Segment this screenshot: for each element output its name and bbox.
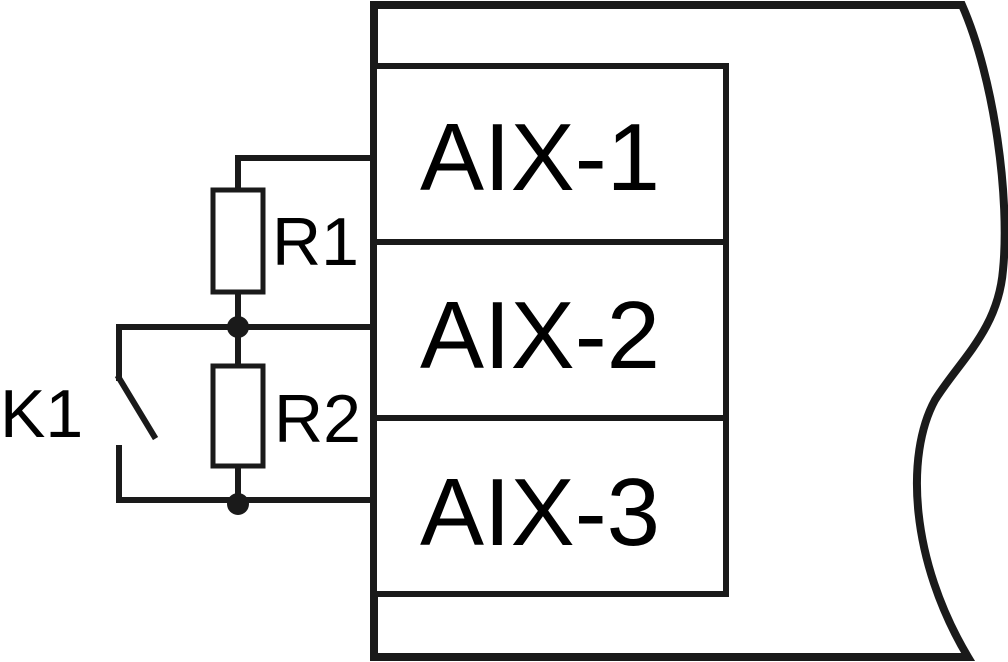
- terminal-aix1-box: [371, 63, 729, 245]
- resistor-r2-label: R2: [274, 381, 361, 457]
- junction-node-top: [227, 316, 249, 338]
- terminal-aix2-label: AIX-2: [420, 282, 660, 389]
- wire-aix1-to-r1: [235, 155, 377, 193]
- switch-k1-arm: [114, 373, 159, 441]
- wire-node-to-k1-top: [116, 324, 241, 381]
- switch-k1-label: K1: [0, 376, 83, 452]
- resistor-r2: [210, 363, 266, 469]
- resistor-r1: [210, 187, 266, 295]
- wire-r2-to-aix3: [235, 463, 377, 503]
- terminal-aix3-label: AIX-3: [420, 459, 660, 566]
- resistor-r1-label: R1: [272, 204, 359, 280]
- terminal-aix1-label: AIX-1: [420, 104, 660, 211]
- terminal-aix3-box: [371, 415, 729, 597]
- wire-k1-bottom: [116, 445, 241, 503]
- junction-node-bottom: [227, 493, 249, 515]
